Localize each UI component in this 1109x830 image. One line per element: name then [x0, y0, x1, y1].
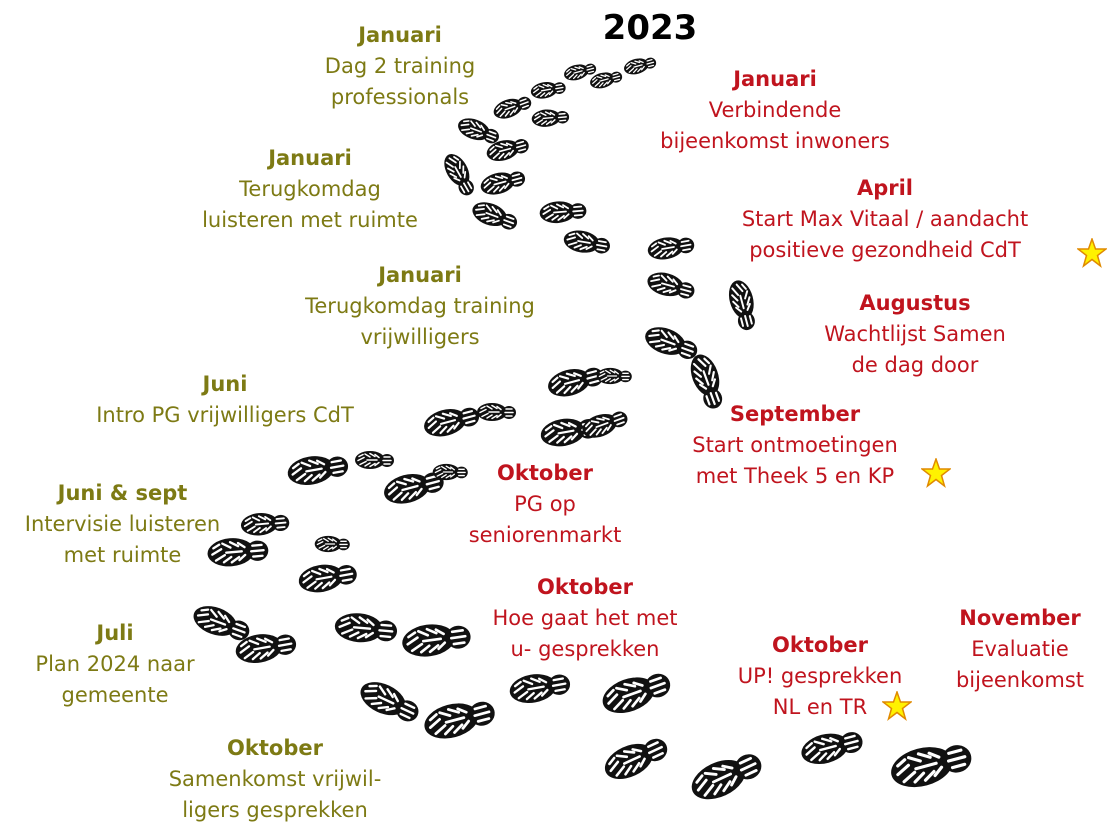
event-line: met ruimte — [63, 543, 182, 567]
footprint-icon — [796, 723, 867, 771]
footprint-icon — [314, 535, 351, 553]
event-line: ligers gesprekken — [182, 798, 368, 822]
event-line: UP! gesprekken — [737, 664, 903, 688]
event-line: Dag 2 training — [324, 54, 476, 78]
event-line: PG op — [514, 492, 576, 516]
right-event-8: November Evaluatie bijeenkomst — [935, 603, 1105, 696]
event-line: Evaluatie — [971, 637, 1069, 661]
footprint-icon — [477, 165, 529, 200]
left-event-5: Juni & sept Intervisie luisteren met rui… — [0, 478, 245, 571]
event-line: bijeenkomst — [955, 668, 1085, 692]
right-event-2: April Start Max Vitaal / aandacht positi… — [700, 173, 1070, 266]
event-line: Start ontmoetingen — [692, 433, 898, 457]
event-line: NL en TR — [772, 695, 868, 719]
event-title: Augustus — [859, 291, 971, 315]
footprint-icon — [354, 450, 395, 470]
footprint-icon — [332, 610, 400, 647]
left-event-3: Januari Terugkomdag training vrijwillige… — [260, 260, 580, 353]
footprint-icon — [645, 231, 697, 264]
left-event-2: Januari Terugkomdag luisteren met ruimte — [180, 143, 440, 236]
footprint-icon — [528, 77, 568, 102]
footprint-icon — [468, 196, 522, 236]
event-line: vrijwilligers — [360, 325, 480, 349]
event-title: Januari — [733, 67, 817, 91]
event-title: November — [959, 606, 1081, 630]
event-line: met Theek 5 en KP — [695, 464, 895, 488]
event-line: professionals — [330, 85, 470, 109]
year-heading: 2023 — [602, 8, 698, 48]
event-line: luisteren met ruimte — [202, 208, 418, 232]
left-event-4: Juni Intro PG vrijwilligers CdT — [55, 369, 395, 431]
footprint-icon — [476, 402, 517, 422]
event-line: Wachtlijst Samen — [824, 322, 1006, 346]
footprint-icon — [284, 449, 352, 490]
footprint-icon — [419, 692, 500, 746]
event-line: Verbindende — [708, 98, 842, 122]
event-line: Terugkomdag — [239, 177, 381, 201]
right-event-5: Oktober PG op seniorenmarkt — [445, 458, 645, 551]
star-icon — [882, 691, 912, 721]
footprint-icon — [506, 667, 574, 708]
footprint-icon — [537, 198, 589, 226]
event-title: Januari — [358, 23, 442, 47]
footprint-icon — [596, 663, 677, 722]
footprint-icon — [239, 509, 292, 538]
left-event-1: Januari Dag 2 training professionals — [270, 20, 530, 113]
event-line: u- gesprekken — [510, 637, 660, 661]
footprint-icon — [419, 400, 484, 442]
left-event-6: Juli Plan 2024 naar gemeente — [5, 618, 225, 711]
footprint-icon — [596, 367, 633, 385]
footprint-icon — [640, 320, 703, 366]
event-line: positieve gezondheid CdT — [749, 238, 1021, 262]
right-event-4: September Start ontmoetingen met Theek 5… — [655, 399, 935, 492]
star-icon — [921, 458, 951, 488]
left-event-7: Oktober Samenkomst vrijwil- ligers gespr… — [145, 733, 405, 826]
event-line: Hoe gaat het met — [492, 606, 678, 630]
event-line: Plan 2024 naar — [35, 652, 195, 676]
footprint-icon — [684, 743, 769, 809]
right-event-3: Augustus Wachtlijst Samen de dag door — [790, 288, 1040, 381]
right-event-6: Oktober Hoe gaat het met u- gesprekken — [455, 572, 715, 665]
footprint-icon — [561, 226, 613, 259]
footprint-icon — [724, 276, 762, 334]
event-title: Oktober — [497, 461, 593, 485]
footprint-icon — [438, 148, 481, 201]
event-title: Oktober — [537, 575, 633, 599]
footprint-icon — [454, 113, 503, 149]
event-line: seniorenmarkt — [468, 523, 622, 547]
footprint-icon — [885, 734, 978, 796]
event-line: bijeenkomst inwoners — [660, 129, 890, 153]
event-line: Samenkomst vrijwil- — [168, 767, 382, 791]
event-title: September — [729, 402, 861, 426]
event-title: Juli — [96, 621, 134, 645]
event-line: Terugkomdag training — [305, 294, 535, 318]
event-title: April — [856, 176, 914, 200]
footprint-icon — [530, 106, 571, 129]
footprint-icon — [354, 674, 426, 730]
footprint-icon — [295, 557, 360, 597]
event-title: Juni & sept — [57, 481, 188, 505]
event-line: de dag door — [851, 353, 979, 377]
event-line: Start Max Vitaal / aandacht — [741, 207, 1029, 231]
event-title: Januari — [268, 146, 352, 170]
star-icon — [1077, 238, 1107, 268]
right-event-7: Oktober UP! gesprekken NL en TR — [715, 630, 925, 723]
event-title: Oktober — [772, 633, 868, 657]
footprint-icon — [598, 729, 674, 788]
event-line: Intro PG vrijwilligers CdT — [96, 403, 354, 427]
footprint-icon — [543, 360, 608, 402]
event-title: Oktober — [227, 736, 323, 760]
event-title: Juni — [202, 372, 248, 396]
event-title: Januari — [378, 263, 462, 287]
event-line: gemeente — [61, 683, 169, 707]
event-line: Intervisie luisteren — [24, 512, 221, 536]
footprint-icon — [643, 267, 699, 304]
right-event-1: Januari Verbindende bijeenkomst inwoners — [625, 64, 925, 157]
